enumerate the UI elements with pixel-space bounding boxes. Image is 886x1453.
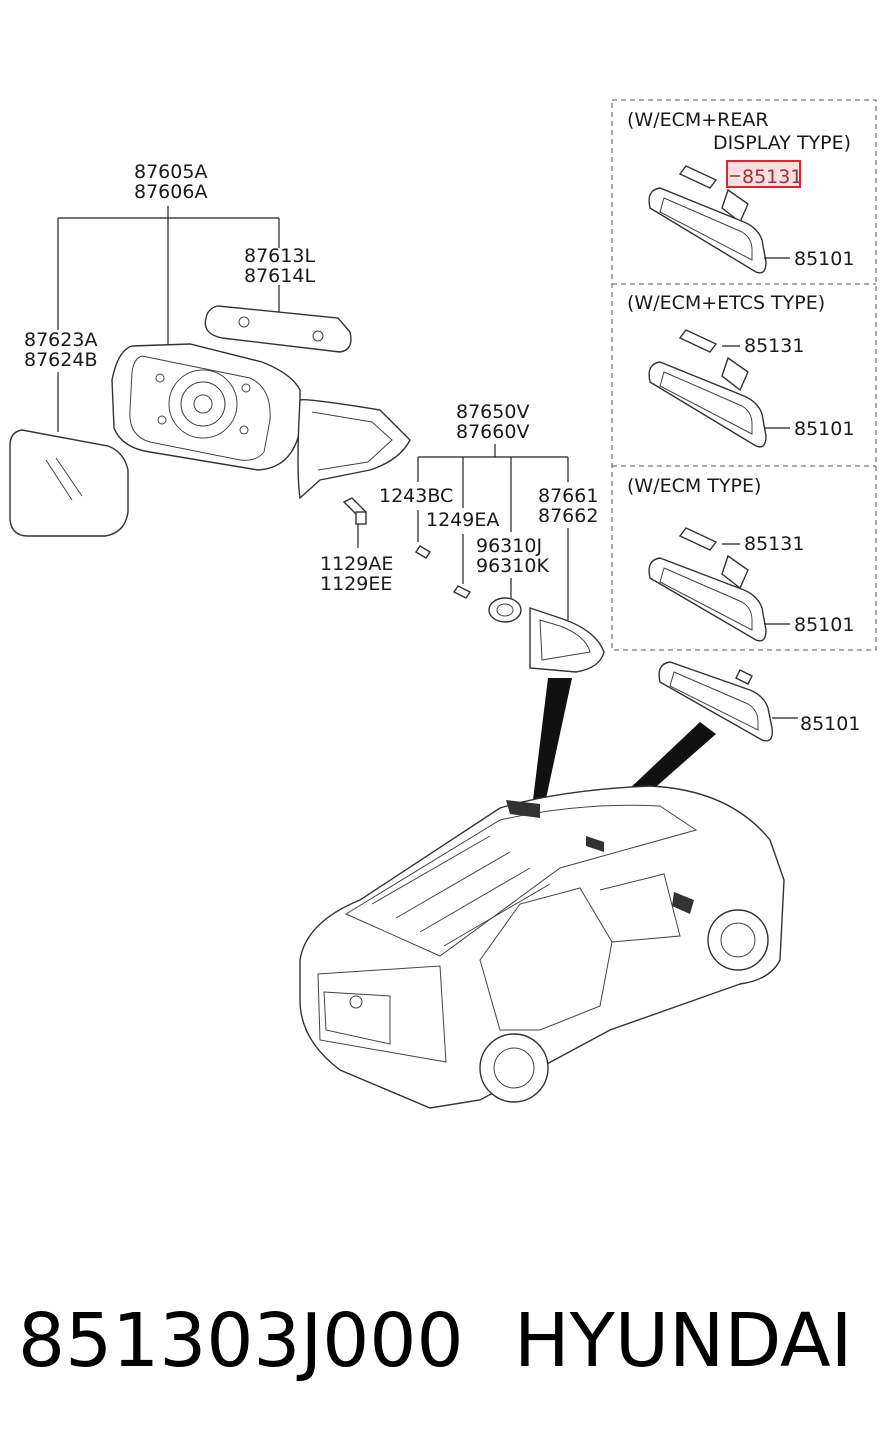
variant-3-bracket-label: 85131 <box>744 533 804 555</box>
label-87605a: 87605A <box>134 161 207 183</box>
label-85101-main: 85101 <box>800 713 860 735</box>
label-1129ee: 1129EE <box>320 573 392 595</box>
label-1249ea: 1249EA <box>426 509 499 531</box>
label-87623a: 87623A <box>24 329 97 351</box>
variant-2-mirror-label: 85101 <box>794 418 854 440</box>
variant-leader-lines <box>722 175 798 719</box>
mirror-glass-illustration <box>9 429 129 537</box>
variant-1-title-line-2: DISPLAY TYPE) <box>713 132 851 154</box>
screw-1129-illustration <box>342 497 368 525</box>
label-87606a: 87606A <box>134 181 207 203</box>
mirror-cover-illustration <box>204 305 352 353</box>
label-87614l: 87614L <box>244 265 315 287</box>
label-96310j: 96310J <box>476 535 542 557</box>
mirror-leader-lines <box>57 206 359 548</box>
highlight-box <box>726 160 801 188</box>
label-96310k: 96310K <box>476 555 549 577</box>
label-87660v: 87660V <box>456 421 529 443</box>
label-87662: 87662 <box>538 505 598 527</box>
footer-brand: HYUNDAI <box>514 1298 853 1384</box>
housing-leader-lines <box>417 444 569 620</box>
variant-mirror-3-illustration <box>648 527 767 642</box>
mirror-body-illustration <box>111 343 411 500</box>
variant-mirror-2-illustration <box>648 329 767 448</box>
label-1243bc: 1243BC <box>379 485 453 507</box>
label-1129ae: 1129AE <box>320 553 393 575</box>
footer-part-number: 851303J000 <box>18 1298 464 1384</box>
label-87613l: 87613L <box>244 245 315 267</box>
housing-small-parts <box>415 545 605 673</box>
label-87650v: 87650V <box>456 401 529 423</box>
label-87624b: 87624B <box>24 349 97 371</box>
label-87661: 87661 <box>538 485 598 507</box>
variant-1-title-line-1: (W/ECM+REAR <box>627 109 769 131</box>
vehicle-illustration <box>299 785 785 1109</box>
variant-1-bracket-label: 85131 <box>742 166 802 188</box>
variant-1-mirror-label: 85101 <box>794 248 854 270</box>
variant-2-title: (W/ECM+ETCS TYPE) <box>627 292 825 314</box>
variant-box <box>611 99 877 651</box>
variant-3-title: (W/ECM TYPE) <box>627 475 761 497</box>
variant-mirror-1-illustration <box>648 165 767 274</box>
variant-3-mirror-label: 85101 <box>794 614 854 636</box>
inner-mirror-main-illustration <box>658 661 773 742</box>
variant-2-bracket-label: 85131 <box>744 335 804 357</box>
